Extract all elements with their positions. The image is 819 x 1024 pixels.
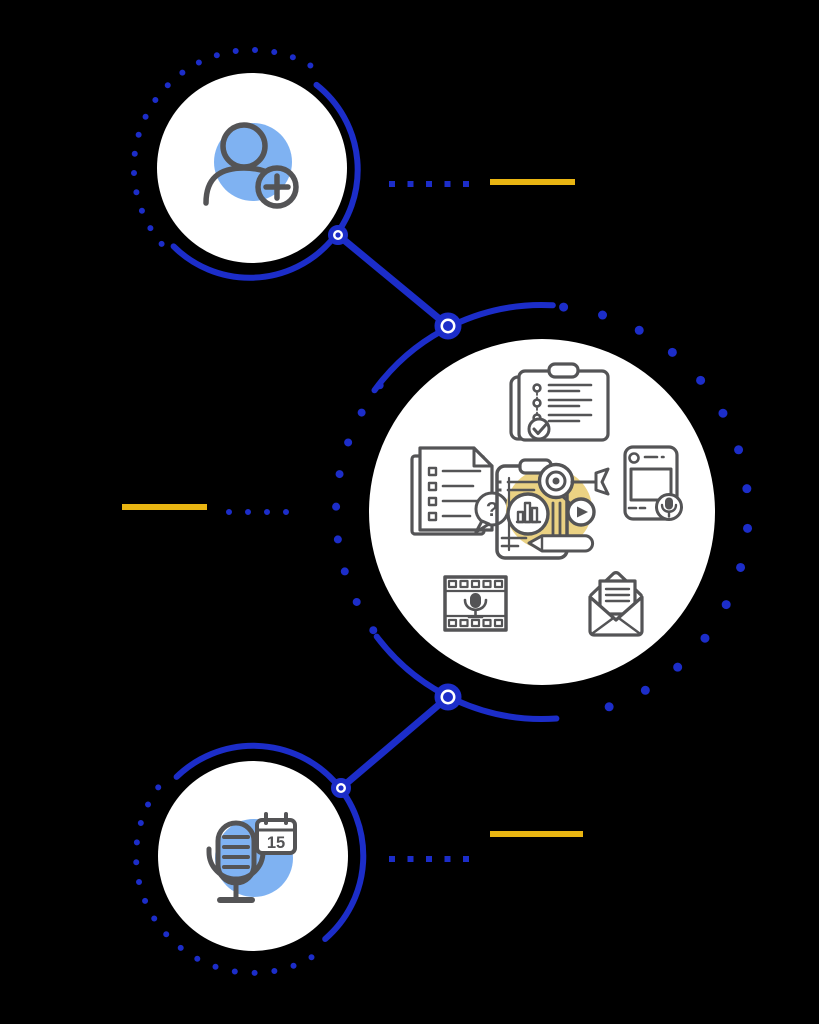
node-large-1-dot bbox=[443, 321, 453, 331]
film-mic-glyph bbox=[470, 593, 481, 608]
microphone-icon bbox=[206, 820, 266, 903]
content-plan-icon bbox=[495, 458, 610, 560]
node-large-2-dot bbox=[443, 692, 453, 702]
step-2-label-underline bbox=[122, 504, 207, 510]
connector-nodes bbox=[328, 225, 462, 798]
connector-line-2 bbox=[338, 694, 451, 791]
node-small-1-dot bbox=[335, 232, 341, 238]
step-1-label-underline bbox=[490, 179, 575, 185]
step-3-dotted-arc bbox=[133, 784, 315, 976]
open-email-icon bbox=[588, 571, 644, 637]
bar-chart-icon bbox=[506, 492, 550, 536]
add-user-icon bbox=[203, 122, 299, 209]
labels bbox=[122, 179, 583, 862]
checklist-clipboard-icon bbox=[509, 362, 610, 442]
node-small-2-dot bbox=[338, 785, 344, 791]
target-pole bbox=[551, 501, 562, 540]
calendar-day-text: 15 bbox=[267, 834, 285, 852]
calendar-icon: 15 bbox=[255, 812, 297, 855]
mic-calendar-icon: 15 bbox=[206, 812, 297, 903]
step-2-circle: ? bbox=[369, 339, 715, 685]
step-2-dotted-arc-left bbox=[332, 381, 384, 635]
question-document-icon: ? bbox=[410, 446, 510, 536]
pencil-icon bbox=[527, 534, 595, 553]
step-3-circle: 15 bbox=[158, 761, 348, 951]
connector-line-1 bbox=[335, 232, 451, 329]
plus-circle bbox=[255, 165, 299, 209]
step-3-label-underline bbox=[490, 831, 583, 837]
dart-flag bbox=[594, 467, 610, 496]
step-1-circle bbox=[157, 73, 347, 263]
question-mark-text: ? bbox=[486, 499, 498, 521]
connector-links bbox=[335, 232, 451, 791]
plus-icon bbox=[263, 173, 291, 201]
film-mic-icon bbox=[443, 575, 508, 632]
tablet-voice-icon bbox=[623, 445, 683, 521]
